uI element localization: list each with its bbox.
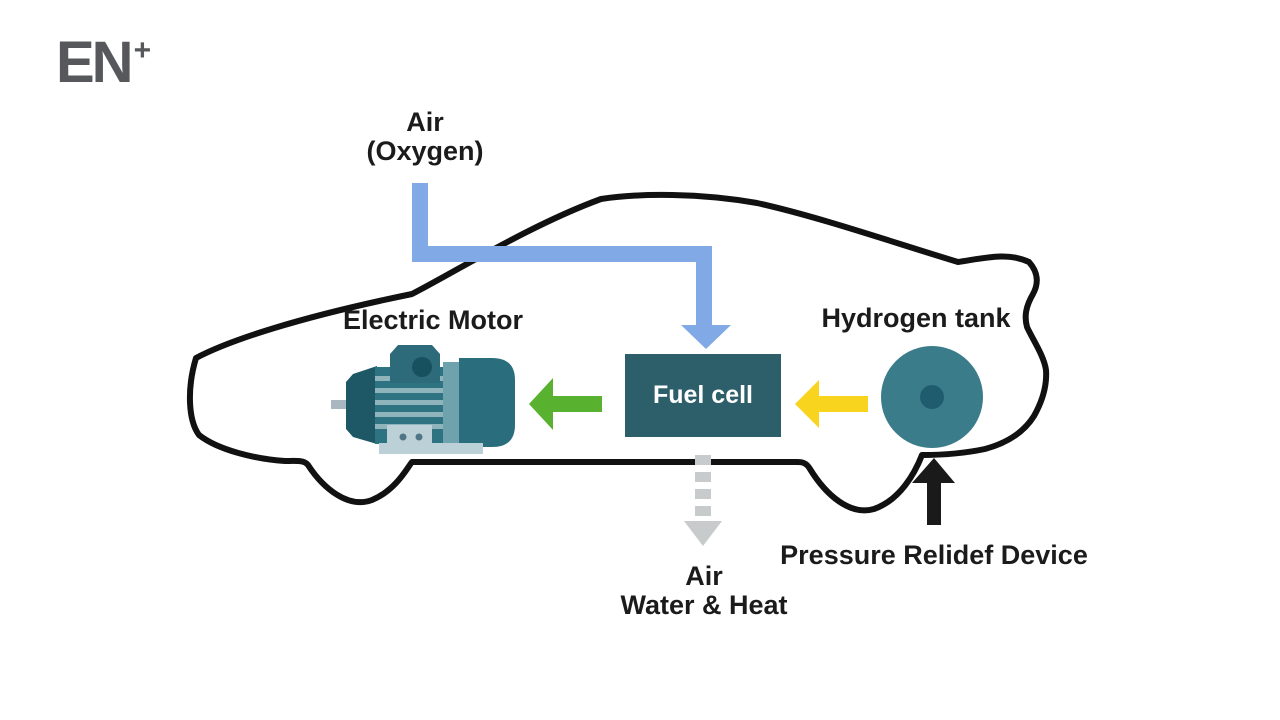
exhaust-line2: Water & Heat (620, 590, 788, 621)
motor-junction-port (412, 357, 432, 377)
exhaust-flow-arrow (684, 455, 722, 546)
exhaust-dash (695, 472, 711, 482)
tank-valve-dot (920, 385, 944, 409)
hydrogen-tank-label: Hydrogen tank (821, 303, 1011, 333)
exhaust-arrowhead (684, 521, 722, 546)
exhaust-dash (695, 455, 711, 465)
electricity-flow-arrow (529, 378, 602, 430)
electric-motor-label: Electric Motor (342, 305, 524, 335)
motor-front-cap (346, 366, 377, 444)
pressure-relief-label: Pressure Relidef Device (780, 540, 1088, 570)
air-intake-label: Air (Oxygen) (366, 107, 484, 167)
car-outline-icon (187, 191, 1050, 514)
air-intake-line2: (Oxygen) (366, 136, 484, 167)
hydrogen-flow-arrow (795, 380, 868, 428)
pressure-relief-arrow (912, 458, 955, 525)
motor-base-plate (379, 443, 483, 454)
motor-end-cap (459, 358, 515, 447)
motor-shaft (331, 400, 353, 409)
exhaust-label: Air Water & Heat (620, 561, 788, 621)
fuel-cell-label: Fuel cell (652, 381, 754, 409)
logo-text: EN (56, 30, 134, 95)
motor-foot-bolt (415, 433, 423, 441)
electric-motor-icon (331, 345, 515, 454)
fuel-cell-box (625, 354, 781, 437)
air-flow-arrow (412, 183, 731, 349)
exhaust-line1: Air (685, 561, 723, 591)
exhaust-dash (695, 489, 711, 499)
exhaust-dash (695, 506, 711, 516)
hydrogen-tank-icon (881, 346, 983, 448)
app-logo: EN + (56, 34, 151, 92)
motor-foot-bolt (399, 433, 407, 441)
motor-foot (387, 425, 432, 448)
logo-plus-icon: + (133, 34, 152, 67)
air-intake-line1: Air (406, 107, 444, 137)
motor-flange (443, 362, 460, 446)
